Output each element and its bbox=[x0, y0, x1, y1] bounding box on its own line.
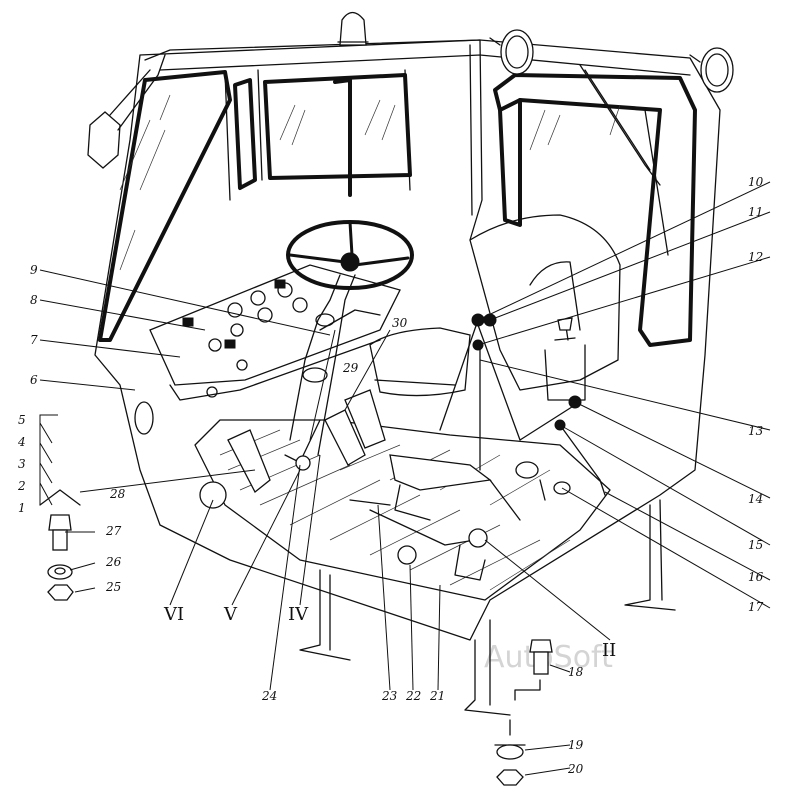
callout-6: 6 bbox=[30, 373, 38, 387]
callout-29: 29 bbox=[342, 361, 359, 375]
view-marker-iv: IV bbox=[288, 604, 309, 625]
callout-11: 11 bbox=[748, 205, 763, 219]
fastener-set-right bbox=[494, 639, 553, 786]
callout-17: 17 bbox=[748, 600, 764, 614]
driver-seat bbox=[369, 214, 621, 397]
callout-25: 25 bbox=[105, 580, 121, 594]
callout-28: 28 bbox=[109, 487, 126, 501]
callout-26: 26 bbox=[105, 555, 122, 569]
callout-15: 15 bbox=[748, 538, 763, 552]
view-marker-v: V bbox=[223, 604, 238, 625]
callout-10: 10 bbox=[748, 175, 764, 189]
callout-8: 8 bbox=[30, 293, 38, 307]
callout-23: 23 bbox=[381, 689, 398, 703]
callout-16: 16 bbox=[748, 570, 764, 584]
callout-22: 22 bbox=[405, 689, 421, 703]
callout-12: 12 bbox=[748, 250, 763, 264]
callout-24: 24 bbox=[261, 689, 277, 703]
callout-19: 19 bbox=[568, 738, 584, 752]
view-marker-vi: VI bbox=[163, 604, 184, 625]
cab-frame bbox=[87, 11, 734, 716]
fastener-set-left bbox=[39, 489, 81, 601]
callout-5: 5 bbox=[18, 413, 26, 427]
callout-1: 1 bbox=[18, 501, 26, 515]
callout-18: 18 bbox=[568, 665, 584, 679]
leader-lines bbox=[39, 181, 771, 776]
callout-7: 7 bbox=[30, 333, 38, 347]
floor bbox=[194, 313, 611, 601]
callout-9: 9 bbox=[30, 263, 38, 277]
view-markers: VI V IV II bbox=[163, 604, 616, 661]
callout-13: 13 bbox=[748, 424, 764, 438]
dashboard bbox=[149, 264, 401, 401]
steering-wheel bbox=[286, 220, 414, 456]
callout-20: 20 bbox=[567, 762, 584, 776]
callout-21: 21 bbox=[429, 689, 445, 703]
callout-14: 14 bbox=[748, 492, 763, 506]
callout-2: 2 bbox=[17, 479, 26, 493]
callout-27: 27 bbox=[105, 524, 122, 538]
callout-30: 30 bbox=[392, 316, 408, 330]
side-grille bbox=[134, 401, 154, 435]
callout-4: 4 bbox=[17, 435, 26, 449]
callout-labels: 5 4 3 2 1 6 7 8 9 10 11 12 13 14 15 16 1… bbox=[17, 175, 764, 776]
callout-3: 3 bbox=[18, 457, 26, 471]
view-marker-ii: II bbox=[602, 640, 616, 661]
